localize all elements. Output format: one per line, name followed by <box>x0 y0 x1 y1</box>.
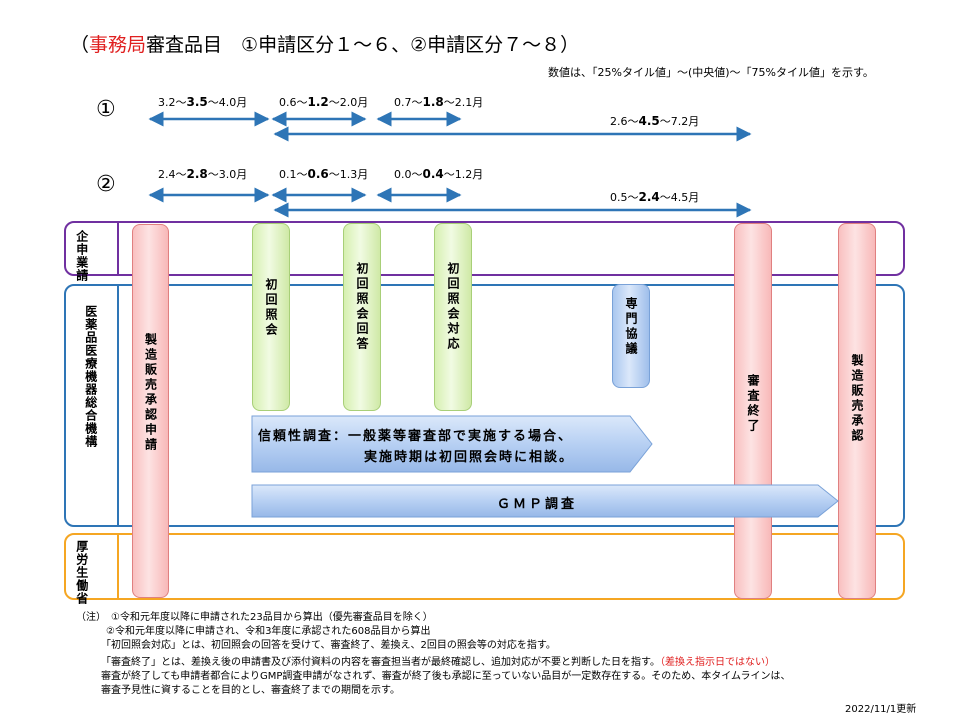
footnote-2: ②令和元年度以降に申請され、令和3年度に承認された608品目から算出 <box>106 626 431 637</box>
band-mhlw <box>64 533 905 600</box>
pill-application: 製造販売承認申請 <box>132 224 169 598</box>
range-1-2: 0.6～1.2～2.0月 <box>279 95 369 109</box>
pill-first-answer: 初回照会回答 <box>343 223 381 411</box>
reliability-arrow <box>251 415 653 473</box>
band-mhlw-divider <box>117 534 119 599</box>
range-1-3: 0.7～1.8～2.1月 <box>394 95 484 109</box>
title-rest: 審査品目 ①申請区分１～６、②申請区分７～８） <box>146 34 580 56</box>
band-label-mhlw: 厚労生働省 <box>74 540 89 605</box>
pill-review-end: 審査終了 <box>734 223 772 599</box>
title-open: （ <box>70 34 90 56</box>
range-1-4: 2.6～4.5～7.2月 <box>610 114 700 128</box>
update-date: 2022/11/1更新 <box>845 704 917 715</box>
reliability-text-1: 信頼性調査：一般薬等審査部で実施する場合、 <box>258 429 574 444</box>
footnote-1: （注） ①令和元年度以降に申請された23品目から算出（優先審査品目を除く） <box>76 612 433 623</box>
band-label-company: 企申業請 <box>74 230 89 282</box>
title-red-part: 事務局 <box>89 34 147 56</box>
row-label-1: ① <box>96 97 116 122</box>
footnote-3: 「初回照会対応」とは、初回照会の回答を受けて、審査終了、差換え、2回目の照会等の… <box>101 640 556 651</box>
pill-expert-consult: 専門協議 <box>612 284 650 388</box>
footnote-6: 審査予見性に資することを目的とし、審査終了までの期間を示す。 <box>101 685 400 696</box>
range-1-1: 3.2～3.5～4.0月 <box>158 95 248 109</box>
gmp-text: ＧＭＰ調査 <box>497 497 578 512</box>
range-2-1: 2.4～2.8～3.0月 <box>158 167 248 181</box>
band-label-pmda: 医薬品医療機器総合機構 <box>83 305 98 448</box>
range-2-2: 0.1～0.6～1.3月 <box>279 167 369 181</box>
range-2-3: 0.0～0.4～1.2月 <box>394 167 484 181</box>
band-company <box>64 221 905 276</box>
percentile-note: 数値は、「25%タイル値」～(中央値)～「75%タイル値」を示す。 <box>548 66 874 79</box>
footnote-5: 審査が終了しても申請者都合によりGMP調査申請がなされず、審査が終了後も承認に至… <box>101 671 791 682</box>
reliability-text-2: 実施時期は初回照会時に相談。 <box>364 450 575 465</box>
footnote-4: 「審査終了」とは、差換え後の申請書及び添付資料の内容を審査担当者が最終確認し、追… <box>101 657 775 668</box>
band-pmda <box>64 284 905 527</box>
pill-approval: 製造販売承認 <box>838 223 876 599</box>
pill-first-inquiry: 初回照会 <box>252 223 290 411</box>
band-pmda-divider <box>117 285 119 526</box>
gmp-arrow <box>251 484 839 518</box>
pill-first-response: 初回照会対応 <box>434 223 472 411</box>
range-2-4: 0.5～2.4～4.5月 <box>610 190 700 204</box>
row-label-2: ② <box>96 172 116 197</box>
page-title: （事務局審査品目 ①申請区分１～６、②申請区分７～８） <box>70 30 579 57</box>
band-company-divider <box>117 222 119 275</box>
